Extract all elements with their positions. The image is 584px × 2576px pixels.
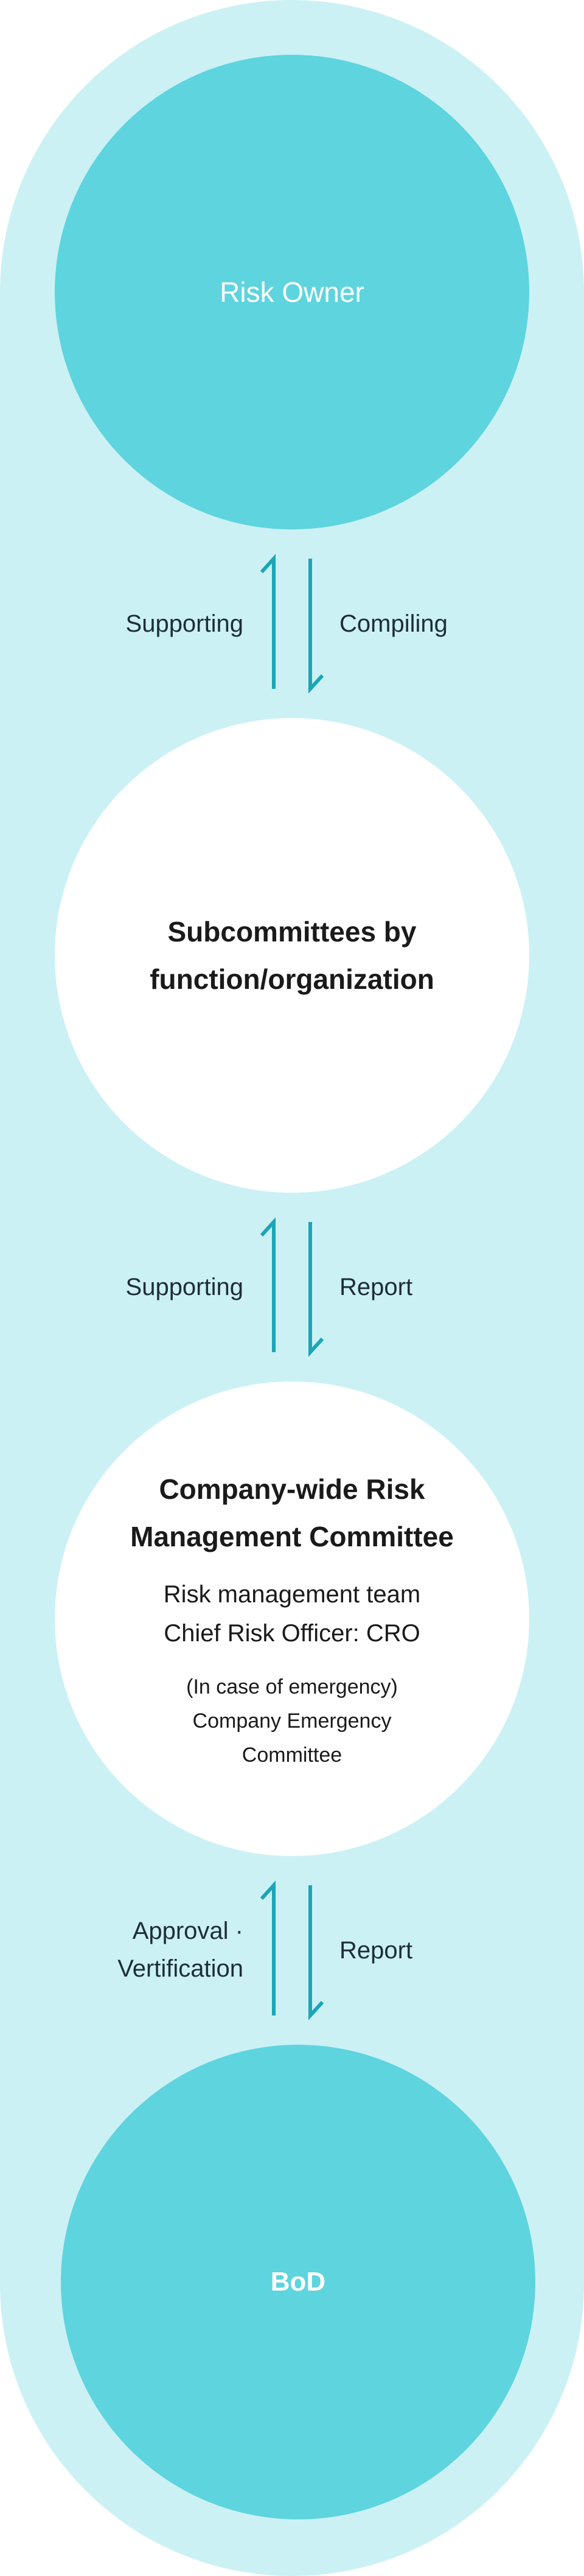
node-company-risk-committee: Company-wide Risk Management Committee R… bbox=[55, 1381, 529, 1856]
up-arrow-icon bbox=[260, 1880, 276, 2016]
connector-3: Approval · Vertification Report bbox=[0, 1880, 584, 2020]
node-subcommittees: Subcommittees by function/organization bbox=[55, 718, 529, 1193]
down-arrow-icon bbox=[308, 559, 324, 694]
node-risk-owner: Risk Owner bbox=[55, 55, 529, 529]
risk-owner-label: Risk Owner bbox=[220, 276, 364, 308]
connector-2-arrows bbox=[260, 1217, 324, 1357]
down-arrow-icon bbox=[308, 1222, 324, 1357]
connector-2: Supporting Report bbox=[0, 1217, 584, 1357]
subcommittees-title: Subcommittees by function/organization bbox=[150, 916, 434, 995]
connector-3-arrows bbox=[260, 1880, 324, 2020]
connector-3-left-label: Approval · Vertification bbox=[117, 1918, 243, 1982]
connector-1-right-label: Compiling bbox=[339, 610, 448, 637]
connector-2-right-label: Report bbox=[339, 1274, 413, 1300]
company-committee-title: Company-wide Risk Management Committee bbox=[130, 1473, 454, 1552]
connector-1-arrows bbox=[260, 554, 324, 694]
connector-1: Supporting Compiling bbox=[0, 554, 584, 694]
risk-team-text: Risk management team Chief Risk Officer:… bbox=[163, 1581, 421, 1647]
connector-3-right-label: Report bbox=[339, 1937, 413, 1964]
emergency-committee-text: (In case of emergency) Company Emergency… bbox=[186, 1675, 398, 1767]
connector-1-left-label: Supporting bbox=[125, 610, 243, 637]
connector-2-left-label: Supporting bbox=[125, 1274, 243, 1300]
bod-label: BoD bbox=[270, 2267, 326, 2297]
up-arrow-icon bbox=[260, 554, 276, 689]
node-bod: BoD bbox=[61, 2045, 535, 2519]
up-arrow-icon bbox=[260, 1217, 276, 1352]
down-arrow-icon bbox=[308, 1885, 324, 2020]
